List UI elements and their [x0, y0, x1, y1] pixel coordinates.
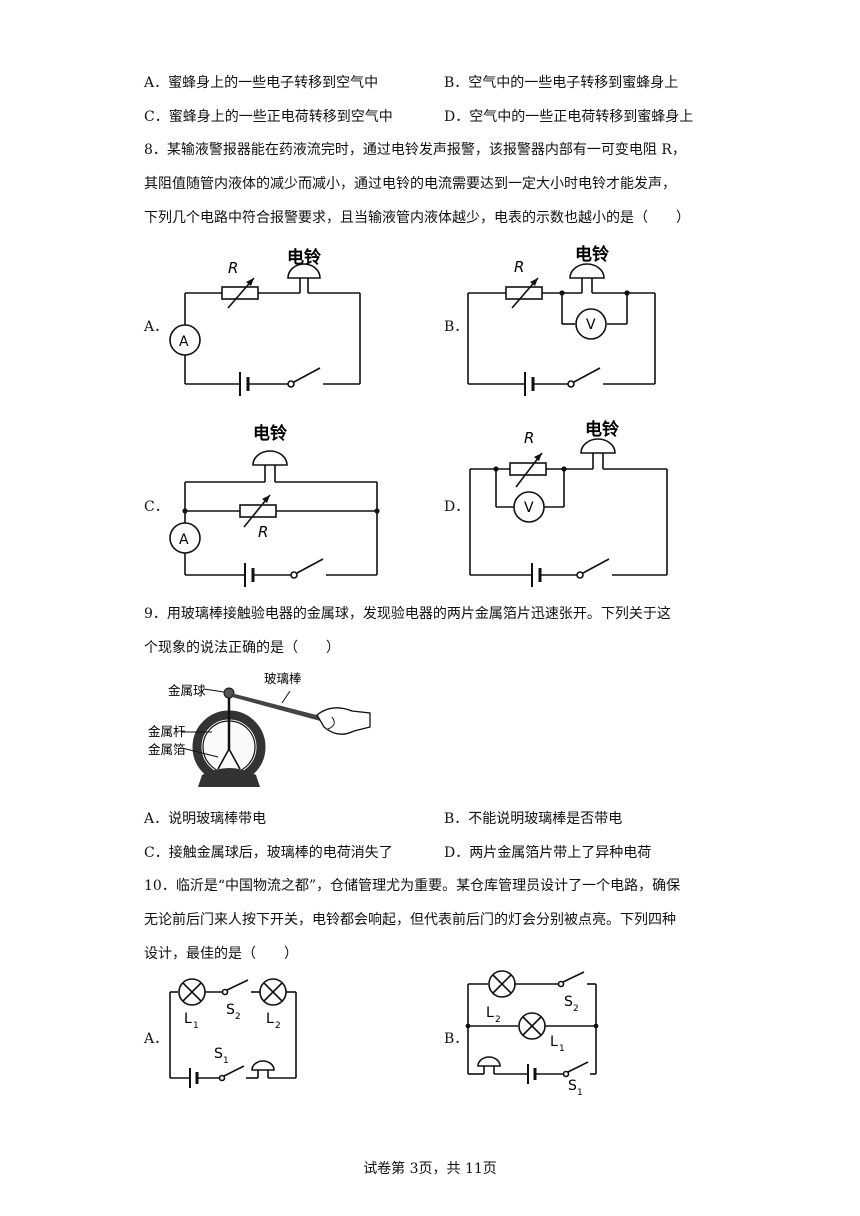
subscript: 1 — [577, 1088, 583, 1098]
subscript: 2 — [235, 1012, 241, 1022]
q8-stem-line2: 其阻值随管内液体的减少而减小，通过电铃的电流需要达到一定大小时电铃才能发声， — [144, 176, 676, 192]
q9-option-a: A．说明玻璃棒带电 — [144, 811, 267, 827]
q9-option-c: C．接触金属球后，玻璃棒的电荷消失了 — [144, 845, 393, 861]
bar-label: 金属杆 — [148, 724, 186, 739]
q8-option-c-label: C． — [144, 499, 169, 515]
switch-label: S — [564, 994, 573, 1010]
q10-stem-line3: 设计，最佳的是（ ） — [144, 946, 298, 962]
switch-label: S — [568, 1078, 577, 1094]
voltmeter-icon: V — [524, 500, 534, 516]
q7-option-a: A．蜜蜂身上的一些电子转移到空气中 — [144, 75, 379, 91]
q7-option-c: C．蜜蜂身上的一些正电荷转移到空气中 — [144, 109, 393, 125]
bell-label: 电铃 — [253, 423, 287, 444]
lamp-label: L — [184, 1011, 192, 1027]
subscript: 1 — [223, 1056, 229, 1066]
lamp-label: L — [486, 1005, 494, 1021]
subscript: 2 — [573, 1004, 579, 1014]
q10-option-b-label: B． — [444, 1031, 469, 1047]
q9-option-d: D．两片金属箔片带上了异种电荷 — [444, 845, 652, 861]
bell-label: 电铃 — [585, 419, 619, 440]
q10-option-a-label: A． — [144, 1031, 169, 1047]
circuit-8d-diagram: R 电铃 V — [469, 419, 668, 587]
voltmeter-icon: V — [586, 317, 596, 333]
lamp-label: L — [550, 1034, 558, 1050]
ball-label: 金属球 — [168, 683, 206, 698]
electroscope-figure: 金属球 玻璃棒 金属杆 金属箔 — [148, 671, 371, 787]
foil-label: 金属箔 — [148, 742, 186, 757]
bell-label: 电铃 — [575, 244, 609, 265]
ammeter-icon: A — [179, 532, 189, 548]
q7-option-b: B．空气中的一些电子转移到蜜蜂身上 — [444, 75, 679, 91]
subscript: 2 — [495, 1015, 501, 1025]
q8-option-d-label: D． — [444, 499, 470, 515]
circuit-10b-diagram: L 2 S 2 L 1 S 1 — [465, 970, 599, 1098]
q8-option-a-label: A． — [144, 319, 169, 335]
subscript: 1 — [559, 1044, 565, 1054]
resistor-label: R — [258, 523, 268, 541]
q8-option-b-label: B． — [444, 319, 469, 335]
resistor-label: R — [228, 259, 238, 277]
page-footer: 试卷第 3页，共 11页 — [363, 1161, 497, 1177]
ammeter-icon: A — [179, 334, 189, 350]
q10-stem-line2: 无论前后门来人按下开关，电铃都会响起，但代表前后门的灯会分别被点亮。下列四种 — [144, 912, 676, 928]
circuit-10a-diagram: L 1 S 2 L 2 S 1 — [169, 978, 297, 1088]
q9-option-b: B．不能说明玻璃棒是否带电 — [444, 811, 623, 827]
subscript: 1 — [193, 1021, 199, 1031]
circuit-8a-diagram: R 电铃 A — [169, 247, 361, 396]
circuit-8c-diagram: R 电铃 A — [169, 423, 380, 587]
resistor-label: R — [524, 429, 534, 447]
switch-label: S — [214, 1046, 223, 1062]
q7-option-d: D．空气中的一些正电荷转移到蜜蜂身上 — [444, 109, 694, 125]
circuit-8b-diagram: R 电铃 V — [467, 244, 656, 396]
q8-stem-line3: 下列几个电路中符合报警要求，且当输液管内液体越少，电表的示数也越小的是（ ） — [144, 210, 690, 226]
q9-stem-line2: 个现象的说法正确的是（ ） — [144, 640, 340, 656]
switch-label: S — [226, 1002, 235, 1018]
subscript: 2 — [275, 1021, 281, 1031]
q9-stem-line1: 9．用玻璃棒接触验电器的金属球，发现验电器的两片金属箔片迅速张开。下列关于这 — [144, 606, 671, 622]
q10-stem-line1: 10．临沂是“中国物流之都”，仓储管理尤为重要。某仓库管理员设计了一个电路，确保 — [144, 878, 681, 894]
bell-label: 电铃 — [287, 247, 321, 268]
resistor-label: R — [514, 258, 524, 276]
rod-label: 玻璃棒 — [264, 671, 302, 686]
q8-stem-line1: 8．某输液警报器能在药液流完时，通过电铃发声报警，该报警器内部有一可变电阻 R， — [144, 142, 686, 158]
lamp-label: L — [266, 1011, 274, 1027]
